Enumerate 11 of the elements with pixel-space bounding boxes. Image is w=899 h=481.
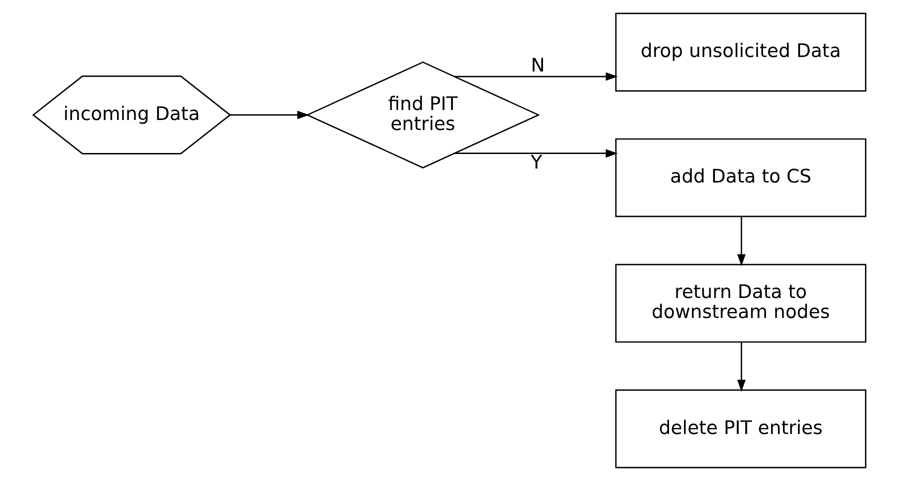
arrow: [454, 149, 618, 158]
node-box: delete PIT entries: [615, 389, 866, 468]
arrow: [230, 110, 310, 120]
node-box: drop unsolicited Data: [615, 12, 866, 92]
arrow: [737, 342, 746, 392]
node-box: add Data to CS: [615, 138, 866, 218]
arrow: [737, 216, 746, 266]
edge-label: Y: [530, 152, 542, 174]
arrow: [454, 72, 618, 81]
edge-label: N: [530, 55, 545, 76]
node-box: return Data to downstream nodes: [615, 264, 866, 343]
